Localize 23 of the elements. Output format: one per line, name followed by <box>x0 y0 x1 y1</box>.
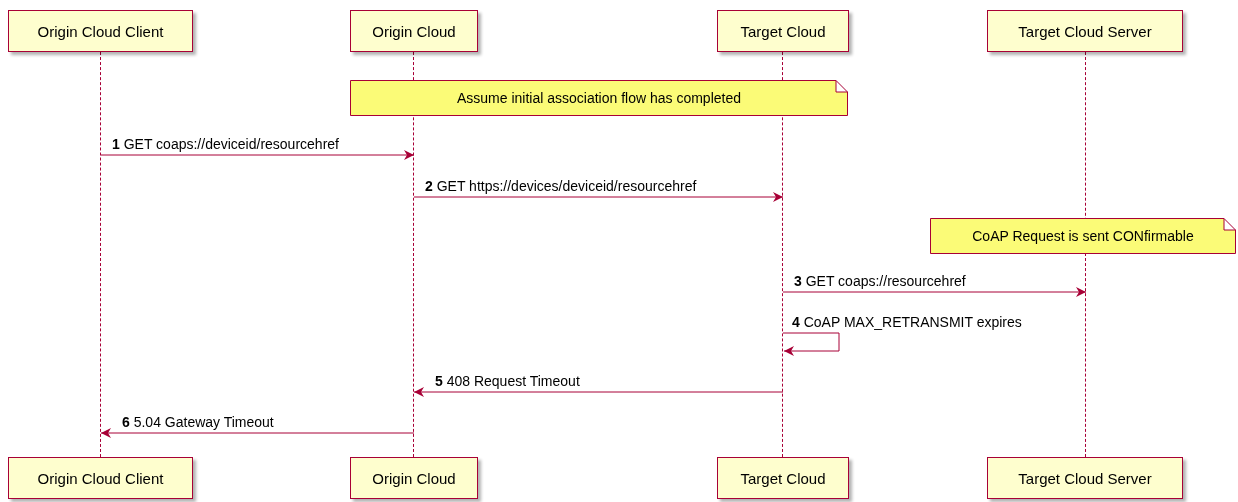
participant-box: Origin Cloud Client <box>8 10 193 52</box>
message-arrow <box>100 150 415 160</box>
participant-box: Target Cloud <box>717 10 849 52</box>
participant-box: Target Cloud <box>717 457 849 499</box>
message-label: 5 408 Request Timeout <box>434 373 581 389</box>
message-label: 1 GET coaps://deviceid/resourcehref <box>111 136 340 152</box>
note-text: Assume initial association flow has completed <box>457 90 741 106</box>
message-arrow <box>413 192 784 202</box>
participant-box: Target Cloud Server <box>987 457 1183 499</box>
message-arrow <box>782 287 1087 297</box>
message-label: 2 GET https://devices/deviceid/resourcehref <box>424 178 698 194</box>
message-arrow <box>782 332 840 356</box>
message-label: 4 CoAP MAX_RETRANSMIT expires <box>791 314 1023 330</box>
message-label: 3 GET coaps://resourcehref <box>793 273 967 289</box>
participant-box: Target Cloud Server <box>987 10 1183 52</box>
participant-box: Origin Cloud <box>350 10 478 52</box>
participant-box: Origin Cloud Client <box>8 457 193 499</box>
message-arrow <box>413 387 784 397</box>
message-label: 6 5.04 Gateway Timeout <box>121 414 275 430</box>
note-text: CoAP Request is sent CONfirmable <box>972 228 1194 244</box>
participant-box: Origin Cloud <box>350 457 478 499</box>
lifeline <box>100 52 102 457</box>
message-arrow <box>100 428 415 438</box>
